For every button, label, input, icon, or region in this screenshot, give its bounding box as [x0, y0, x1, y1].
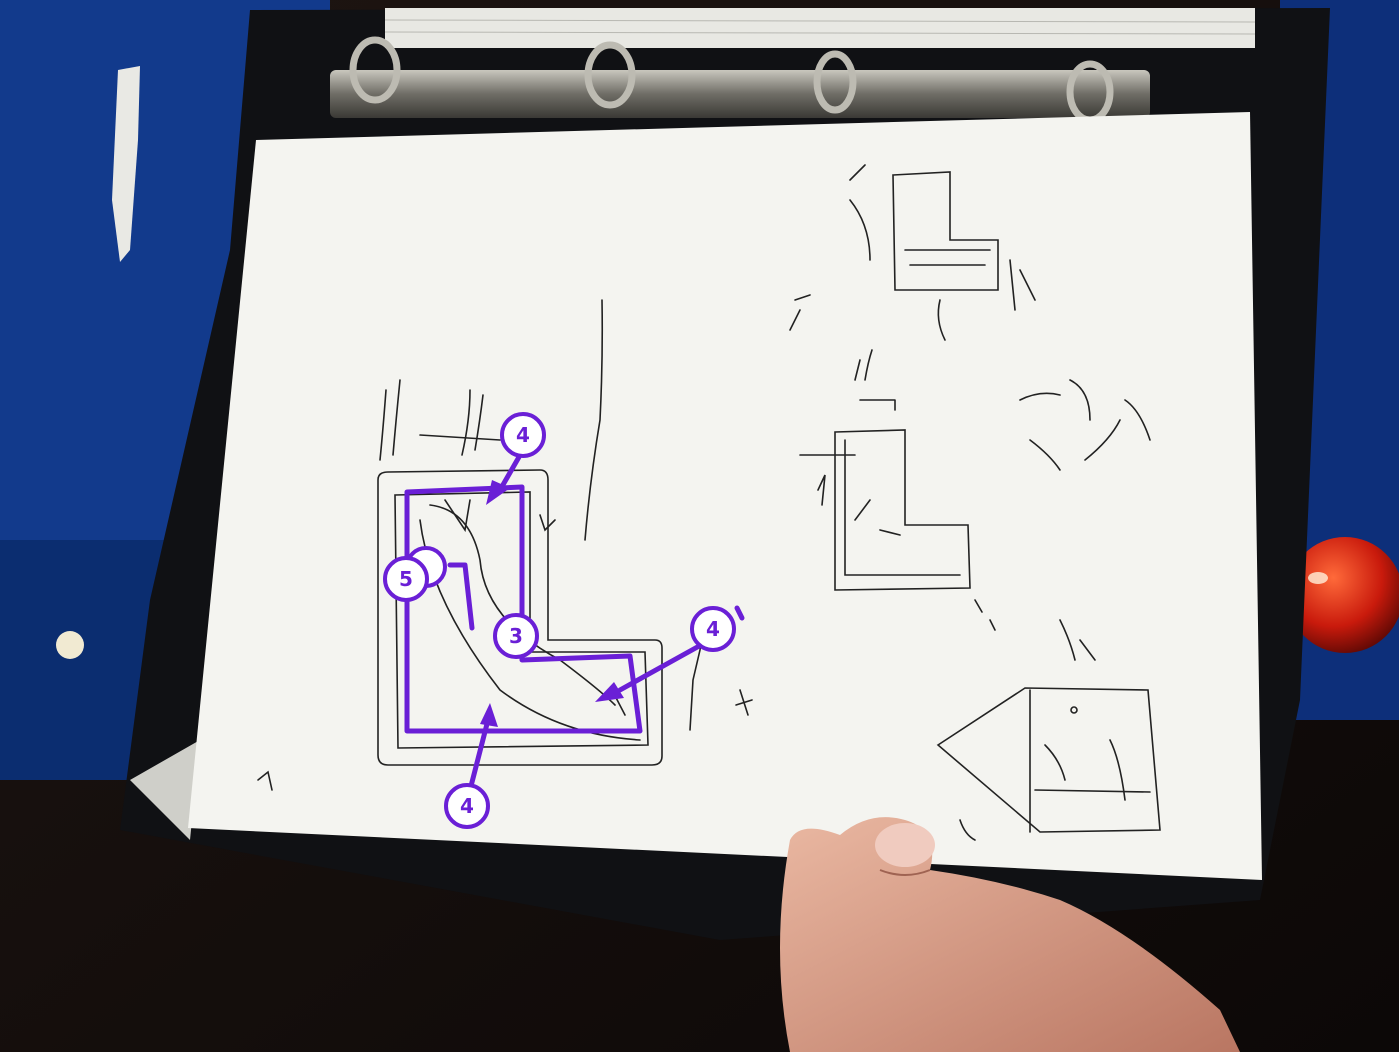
white-tape-strip [112, 66, 140, 262]
arrowhead-top [486, 480, 510, 505]
marker-5-label: 5 [399, 567, 413, 591]
binder-ring-3 [813, 50, 857, 114]
ring-mechanism [330, 70, 1150, 118]
marker-4-top: 4 [500, 412, 546, 458]
thumb-crease [879, 869, 931, 876]
annotation-stub-line [447, 562, 475, 631]
annotation-arrow-bottom-shaft [467, 717, 491, 793]
marker-4-bottom-label: 4 [460, 794, 474, 818]
marker-4-right: 4 [690, 606, 736, 652]
marker-4-right-label: 4 [706, 617, 720, 641]
marker-4-top-label: 4 [516, 423, 530, 447]
ball-highlight [1308, 572, 1328, 584]
marker-3-label: 3 [509, 624, 523, 648]
thumbnail [875, 823, 935, 867]
binder-ring-1 [349, 36, 401, 104]
annotation-tick [734, 605, 745, 621]
paper-stack [385, 8, 1255, 48]
hand [780, 817, 1240, 1052]
arrowhead-right [595, 682, 624, 702]
marker-5: 5 [383, 546, 447, 602]
paper-sheet [188, 112, 1262, 880]
annotation-arrowheads [480, 480, 624, 727]
binder-lower-edge [130, 740, 200, 840]
arrowhead-bottom [480, 703, 498, 727]
marker-3: 3 [493, 613, 539, 659]
annotation-outline [404, 484, 643, 734]
white-peg [56, 631, 84, 659]
red-ball [1287, 537, 1399, 653]
annotation-arrow-right-shaft [617, 637, 713, 693]
marker-4-bottom: 4 [444, 783, 490, 829]
binder-ring-2 [584, 41, 636, 109]
